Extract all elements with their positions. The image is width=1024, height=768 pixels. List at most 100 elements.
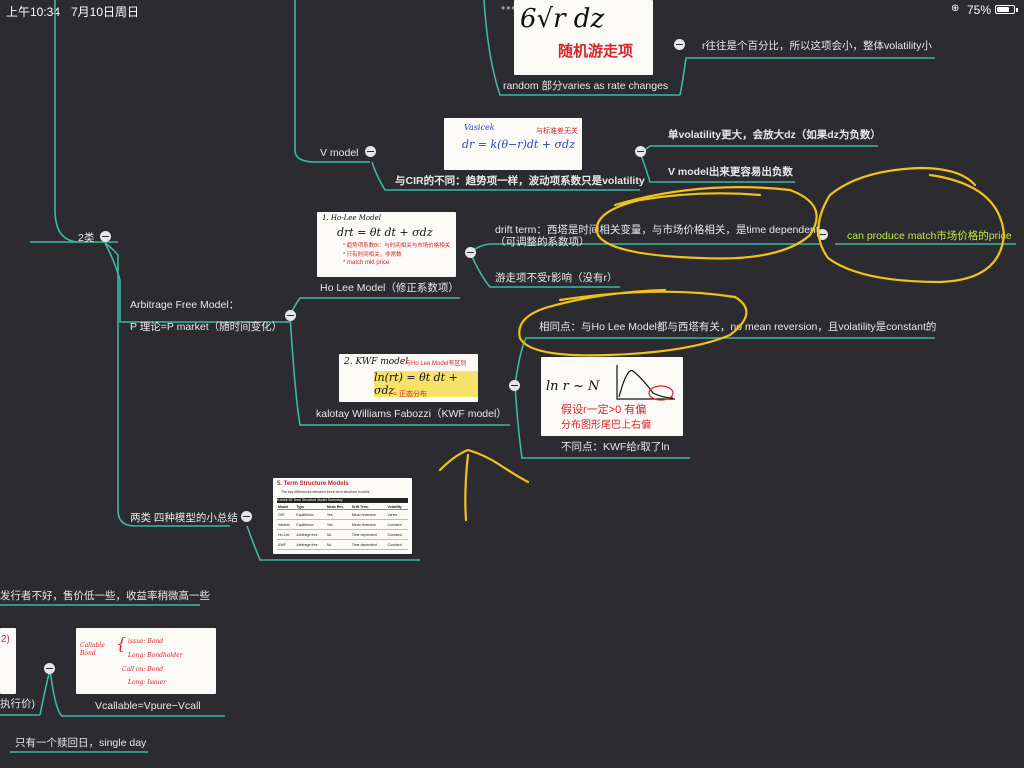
callable-line4: Long: Issuer — [128, 679, 167, 686]
ho-lee-image-note3: * match mkt price — [343, 260, 390, 266]
status-time: 上午10:34 — [6, 5, 61, 19]
node-r-note[interactable]: r往往是个百分比，所以这项会小，整体volatility小 — [702, 40, 932, 52]
node-random-part[interactable]: random 部分varies as rate changes — [503, 80, 669, 92]
v-model-note: 与标准差无关 — [536, 128, 578, 135]
summary-table-cell: Arbitrage free — [295, 529, 326, 540]
node-strike-fragment[interactable]: 执行价) — [0, 698, 35, 710]
summary-table-image[interactable]: 5. Term Structure Models The key differe… — [273, 478, 412, 554]
summary-table-cell: Mean reversion — [350, 519, 387, 530]
summary-table-cell: Ho-Lee — [277, 529, 296, 540]
annotation-circle-similarity — [518, 288, 748, 357]
node-issuer-note[interactable]: 发行者不好，售价低一些，收益率稍微高一些 — [0, 590, 210, 602]
battery-tip — [1016, 8, 1018, 12]
node-v-callable[interactable]: Vcallable=Vpure−Vcall — [95, 700, 201, 712]
lognormal-formula: ln r ~ N — [546, 379, 600, 394]
random-term-image[interactable]: 6√r dz 随机游走项 — [514, 0, 653, 75]
collapse-toggle-v-diff[interactable] — [635, 146, 646, 157]
collapse-toggle-two-classes[interactable] — [100, 231, 111, 242]
collapse-toggle-arbitrage-free[interactable] — [285, 310, 296, 321]
summary-table-title: 5. Term Structure Models — [277, 481, 349, 487]
kwf-image-title: 2. KWF model — [344, 357, 409, 367]
lognormal-sketch — [616, 365, 675, 401]
summary-table-cell: No — [325, 529, 351, 540]
summary-table-cell: Equilibrium — [295, 509, 326, 520]
multitask-dots-icon[interactable]: ••• — [501, 1, 517, 15]
summary-table-cell: CIR — [277, 509, 296, 520]
summary-table-exhibit: Exhibit 59 Term Structure Model Summary — [277, 498, 408, 503]
lognormal-note1: 假设r一定>0 有偏 — [561, 404, 647, 416]
v-model-image[interactable]: Vasicek dr = k(θ−r)dt + σdz 与标准差无关 — [444, 118, 582, 170]
callable-brace: { — [116, 634, 127, 653]
node-v-single-vol[interactable]: 单volatility更大，会放大dz（如果dz为负数） — [668, 129, 881, 141]
node-two-classes[interactable]: 2类 — [78, 232, 95, 244]
callable-bond-image[interactable]: Callable Bond { issue: Bond Long: Bondho… — [76, 628, 216, 694]
annotation-circle-match-price — [817, 166, 1006, 284]
ho-lee-image-formula: drt = θt dt + σdz — [337, 226, 433, 239]
summary-table-header: Mean Rev. — [325, 504, 351, 510]
v-model-formula: dr = k(θ−r)dt + σdz — [462, 138, 575, 151]
node-arb-free-line2[interactable]: P 理论=P market（随时间变化） — [130, 321, 283, 333]
node-summary[interactable]: 两类 四种模型的小总结 — [130, 512, 238, 524]
battery-icon — [995, 5, 1015, 14]
summary-table-cell: Equilibrium — [295, 519, 326, 530]
summary-table-cell: Varies — [386, 509, 408, 520]
collapse-toggle-v-model[interactable] — [365, 146, 376, 157]
summary-table-cell: Constant — [386, 519, 408, 530]
kwf-image-formula: ln(rt) = θt dt + σdz — [374, 371, 478, 397]
battery-percent: 75% — [967, 3, 992, 17]
node-v-negative[interactable]: V model出来更容易出负数 — [668, 166, 793, 178]
node-match-price[interactable]: can produce match市场价格的price — [847, 230, 1012, 242]
annotation-arrow-up — [438, 448, 530, 522]
callable-line2: Long: Bondholder — [128, 652, 183, 659]
summary-table-cell: No — [325, 539, 351, 550]
ho-lee-image-note1: * 趋势项系数θt：与时间相关与市场价格相关 — [343, 243, 451, 249]
collapse-toggle-kwf[interactable] — [509, 380, 520, 391]
summary-table-header: Volatility — [386, 504, 408, 510]
node-drift-term-line1[interactable]: drift term：西塔是时间相关变量，与市场价格相关，是time depen… — [495, 224, 819, 236]
summary-table-cell: Yes — [325, 509, 351, 520]
left-partial-fragment: 2) — [1, 634, 10, 645]
lognormal-image[interactable]: ln r ~ N 假设r一定>0 有偏 分布图形尾巴上右偏 — [541, 357, 683, 436]
annotation-circle-time-dependent — [595, 186, 818, 260]
node-single-day[interactable]: 只有一个赎回日，single day — [15, 737, 147, 749]
ho-lee-image[interactable]: 1. Ho-Lee Model drt = θt dt + σdz * 趋势项系… — [317, 212, 456, 277]
summary-table-header: Type — [295, 504, 326, 510]
left-partial-image[interactable]: 2) — [0, 628, 16, 694]
summary-table-cell: Yes — [325, 519, 351, 530]
kwf-image-note: 与Ho Lee Model有区别 — [405, 361, 467, 367]
collapse-toggle-callable[interactable] — [44, 663, 55, 674]
collapse-toggle-random-part[interactable] — [674, 39, 685, 50]
ho-lee-image-note2: * 只有时间相关，非常数 — [343, 252, 402, 258]
status-bar: 上午10:34 7月10日周日 ••• ⊕ 75% — [0, 0, 1024, 19]
callable-line3: Call on: Bond — [122, 666, 164, 673]
callable-line1: issue: Bond — [128, 638, 164, 645]
lognormal-note2: 分布图形尾巴上右偏 — [561, 420, 651, 431]
ho-lee-image-title: 1. Ho-Lee Model — [322, 214, 381, 222]
kwf-image[interactable]: 2. KWF model 与Ho Lee Model有区别 ln(rt) = θ… — [339, 354, 478, 402]
random-term-note: 随机游走项 — [558, 43, 634, 60]
summary-table-cell: Arbitrage free — [295, 539, 326, 550]
callable-label: Callable Bond — [80, 642, 105, 657]
node-random-no-r[interactable]: 游走项不受r影响（没有r） — [495, 272, 618, 284]
summary-table-header: Model — [277, 504, 296, 510]
node-v-model[interactable]: V model — [320, 147, 359, 159]
node-ho-lee[interactable]: Ho Lee Model（修正系数项） — [320, 282, 459, 294]
node-kwf[interactable]: kalotay Williams Fabozzi（KWF model） — [316, 408, 507, 420]
collapse-toggle-drift-term[interactable] — [817, 229, 828, 240]
node-arb-free-line1[interactable]: Arbitrage Free Model： — [130, 299, 240, 311]
summary-table-cell: KWF — [277, 539, 296, 550]
v-model-label: Vasicek — [464, 123, 495, 132]
summary-table-cell: Time dependent — [350, 529, 387, 540]
collapse-toggle-summary[interactable] — [241, 511, 252, 522]
kwf-image-note2: r ≈ 正态分布 — [389, 391, 428, 398]
node-v-diff[interactable]: 与CIR的不同：趋势项一样，波动项系数只是volatility — [395, 175, 645, 187]
node-kwf-diff[interactable]: 不同点：KWF给r取了ln — [561, 441, 670, 453]
collapse-toggle-ho-lee[interactable] — [465, 247, 476, 258]
node-drift-term-line2[interactable]: （可调整的系数项） — [495, 236, 590, 248]
